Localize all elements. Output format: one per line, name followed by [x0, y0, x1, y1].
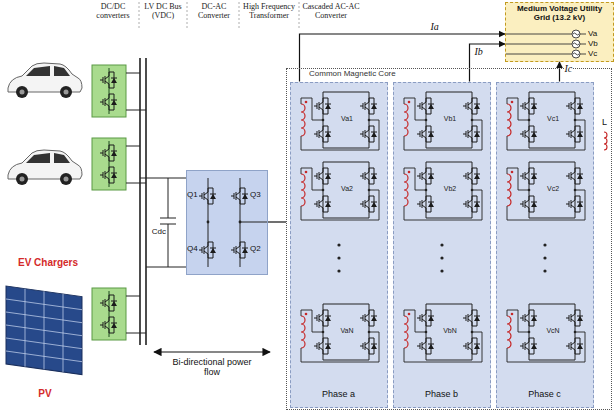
node-text: Phase c: [497, 390, 593, 400]
sine-mark: [573, 33, 579, 55]
ellipsis-dot: [543, 243, 546, 246]
separator: [187, 2, 188, 30]
ellipsis-dot: [440, 269, 443, 272]
cell-voltage-label: Vb1: [437, 115, 463, 123]
cell-voltage-label: VbN: [437, 327, 463, 335]
h-bridge-cell: [404, 92, 482, 150]
capacitor-label: Cdc: [147, 228, 166, 237]
current-label: Ib: [474, 46, 484, 57]
capacitor-symbol: [160, 178, 176, 267]
h-bridge-cell: [301, 162, 379, 220]
current-label: Ia: [430, 21, 440, 32]
switch-symbol: [231, 188, 248, 204]
connector: [470, 44, 506, 82]
node-subtext: Vb: [588, 40, 608, 49]
h-bridge-cell: [404, 162, 482, 220]
current-label: Ic: [564, 63, 574, 74]
phase-column: Phase a: [290, 82, 388, 408]
grid-sources: [506, 30, 586, 58]
power-flow-arrow: [154, 351, 270, 352]
ellipsis-dot: [337, 269, 340, 272]
dc-dc-converter: [92, 138, 126, 190]
separator: [239, 2, 240, 30]
stage-heading: LV DC Bus (VDC): [140, 3, 186, 21]
switch-symbol: [199, 242, 216, 258]
switch-symbol: [199, 188, 216, 204]
ellipsis-dot: [543, 269, 546, 272]
h-bridge-cell: [404, 304, 482, 362]
source-label: EV Chargers: [6, 257, 90, 268]
inductor-symbol: [604, 132, 607, 150]
connector: [300, 34, 506, 82]
pv-grid: [6, 286, 82, 375]
node-dot: [207, 221, 210, 224]
node-subtext: Vc: [588, 50, 608, 59]
inverter-circuit: [199, 178, 268, 267]
node-text: Medium Voltage Utility Grid (13.2 kV): [508, 5, 611, 23]
node-text: Phase b: [394, 390, 490, 400]
h-bridge-cell: [507, 162, 585, 220]
node-subtext: Q3: [250, 191, 266, 200]
separator: [299, 2, 300, 30]
dc-dc-converter: [92, 65, 126, 117]
dc-ac-converter-box: Q1 Q3Q4 Q2: [186, 170, 268, 275]
ellipsis-dot: [337, 243, 340, 246]
ellipsis-dot: [440, 243, 443, 246]
node-subtext: Va: [588, 30, 608, 39]
source-label: PV: [28, 388, 62, 399]
cell-voltage-label: VcN: [540, 327, 566, 335]
h-bridge-cell: [507, 304, 585, 362]
node-subtext: Q4: [187, 245, 199, 254]
h-bridge-cell: [507, 92, 585, 150]
utility-grid-box: Medium Voltage Utility Grid (13.2 kV)VaV…: [505, 2, 614, 62]
grid-fill: [505, 2, 614, 62]
dc-bus: [140, 58, 146, 345]
cell-voltage-label: Vc2: [540, 185, 566, 193]
cell-voltage-label: Vc1: [540, 115, 566, 123]
pv-panel: [6, 286, 82, 375]
node-text: Phase a: [291, 390, 387, 400]
inverter-leg: [208, 178, 268, 267]
connector: [559, 62, 560, 82]
stage-heading: Cascaded AC-AC Converter: [300, 3, 362, 21]
cells-phase-b: [404, 92, 482, 362]
phase-column: Phase b: [393, 82, 491, 408]
converter-wire: [126, 73, 146, 333]
node-dot: [239, 221, 242, 224]
cell-voltage-label: Va2: [334, 185, 360, 193]
inductor-label: L: [599, 118, 610, 128]
ev-car: [8, 150, 82, 185]
cells-phase-c: [507, 92, 585, 362]
ev-car: [8, 63, 82, 98]
power-flow-label: Bi-directional power flow: [172, 358, 252, 378]
ellipsis-dot: [440, 256, 443, 259]
cell-voltage-label: Vb2: [437, 185, 463, 193]
phase-fill: [496, 82, 594, 408]
inverter-fill: [186, 170, 268, 275]
cell-voltage-label: VaN: [334, 327, 360, 335]
node-subtext: Q2: [250, 245, 266, 254]
separator: [139, 2, 140, 30]
switch-symbol: [231, 242, 248, 258]
cells-phase-a: [301, 92, 379, 362]
dc-dc-converter: [92, 288, 126, 340]
ellipsis-dot: [543, 256, 546, 259]
stage-heading: DC/DC converters: [88, 3, 138, 21]
stage-heading: DC-AC Converter: [189, 3, 239, 21]
h-bridge-cell: [301, 92, 379, 150]
stage-heading: High Frequency Transformer: [240, 3, 298, 21]
phase-fill: [290, 82, 388, 408]
header-separators: [139, 2, 299, 30]
cell-voltage-label: Va1: [334, 115, 360, 123]
phase-column: Phase c: [496, 82, 594, 408]
connector: [268, 221, 286, 222]
phase-fill: [393, 82, 491, 408]
pv-panel-face: [6, 286, 82, 375]
node-text: Q1: [187, 191, 199, 200]
h-bridge-cell: [301, 304, 379, 362]
node-text: Common Magnetic Core: [309, 70, 459, 79]
ellipsis-dot: [337, 256, 340, 259]
